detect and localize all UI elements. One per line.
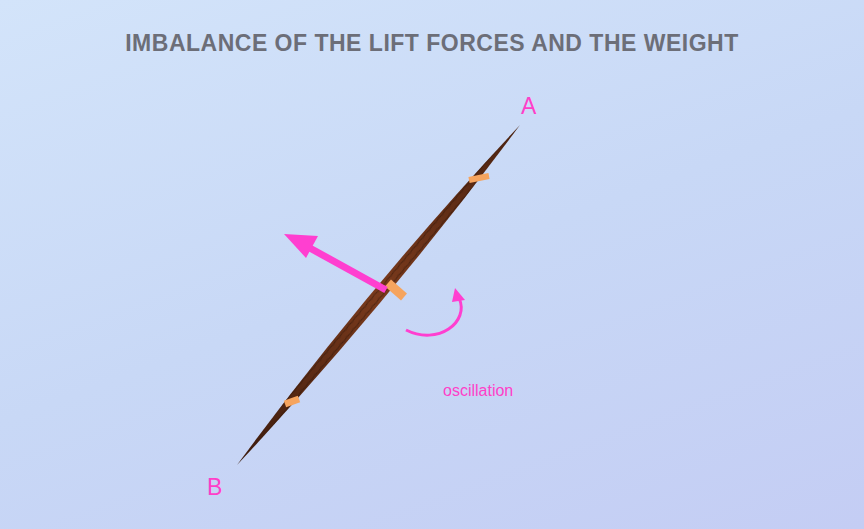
lift-arrow	[284, 234, 386, 290]
oscillation-arrow	[406, 288, 465, 335]
band	[285, 399, 299, 404]
end-label: A	[521, 93, 536, 120]
band	[388, 283, 404, 297]
boomerang	[237, 125, 520, 465]
oscillation-label: oscillation	[443, 382, 513, 400]
title: IMBALANCE OF THE LIFT FORCES AND THE WEI…	[0, 30, 864, 57]
band	[469, 176, 489, 180]
end-label: B	[207, 474, 222, 501]
